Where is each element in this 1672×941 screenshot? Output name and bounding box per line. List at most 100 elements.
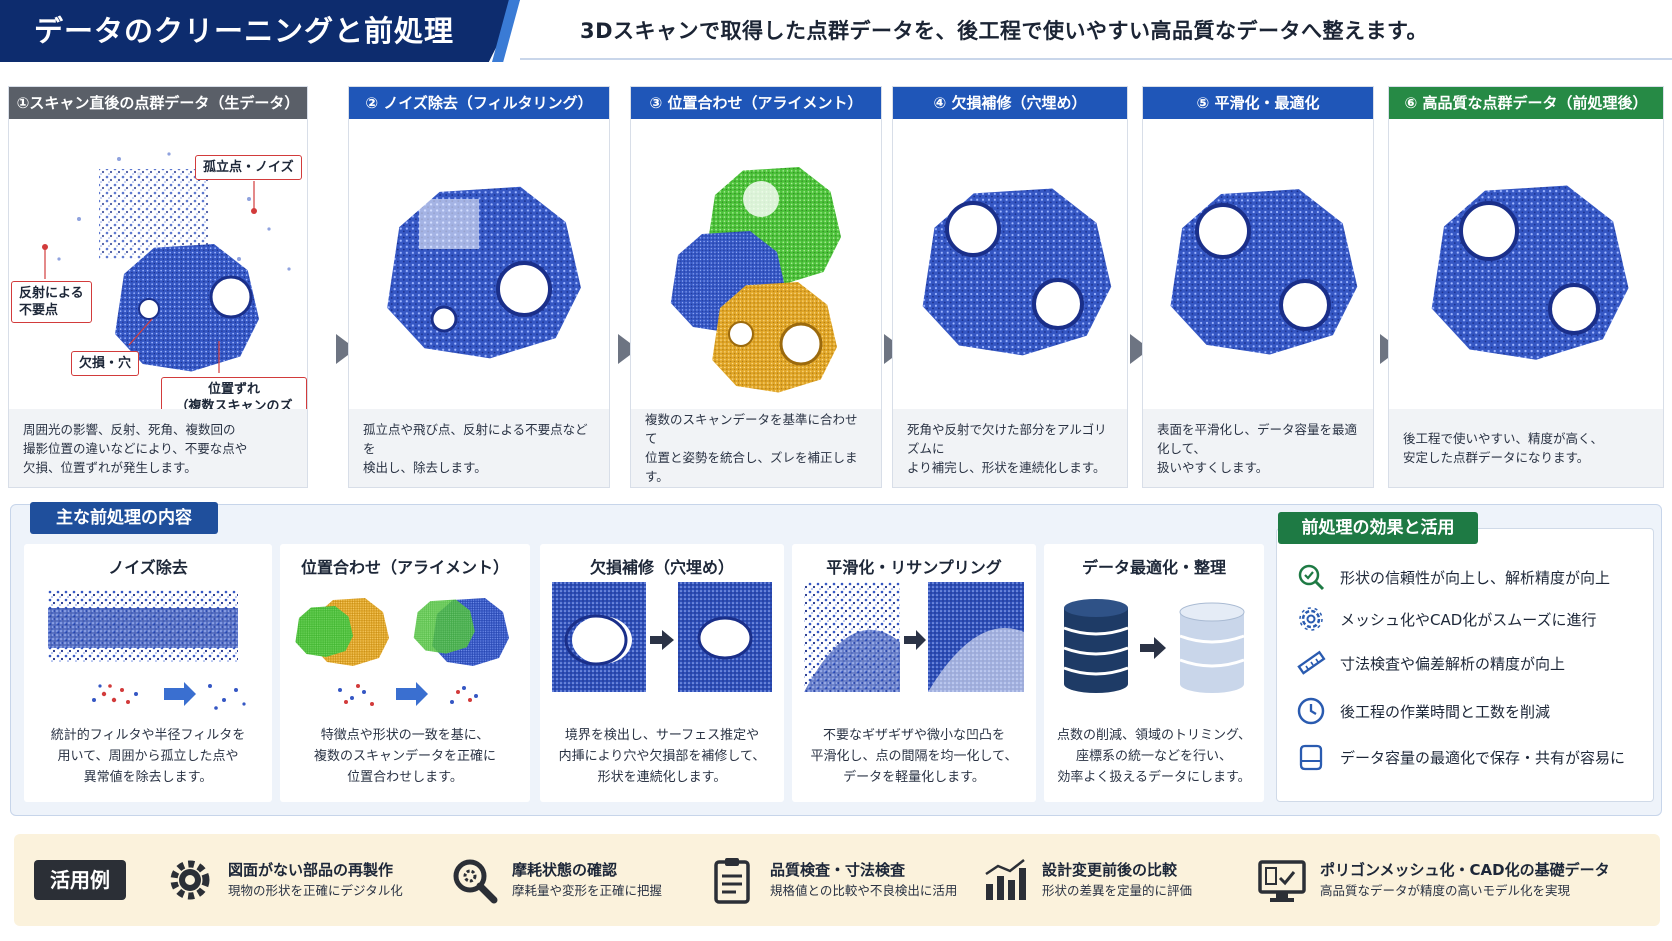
use-case-title: 品質検査・寸法検査	[770, 861, 906, 879]
step-desc-3-line: 位置と姿勢を統合し、ズレを補正します。	[645, 450, 858, 484]
step-desc-2: 孤立点や飛び点、反射による不要点などを 検出し、除去します。	[349, 409, 609, 487]
ruler-icon	[1297, 650, 1326, 675]
use-case-item: ポリゴンメッシュ化・CAD化の基礎データ 高品質なデータが精度の高いモデル化を実…	[1256, 848, 1610, 912]
process-card-optimization: データ最適化・整理 点数の削減、領域のトリミング、 座標系の統一などを行い、 効…	[1044, 544, 1264, 802]
process-card-desc-line: 平滑化し、点の間隔を均一化して、	[810, 749, 1018, 764]
smoothing-illustration	[804, 582, 1024, 692]
clock-icon	[1297, 697, 1325, 725]
use-cases-label: 活用例	[34, 860, 126, 900]
gear-icon	[170, 860, 210, 900]
clipboard-icon	[714, 858, 750, 904]
alignment-illustration	[280, 582, 530, 706]
final-point-cloud-illustration	[1389, 119, 1665, 411]
storage-icon	[1299, 744, 1323, 771]
step-desc-5-line: 表面を平滑化し、データ容量を最適化して、	[1157, 421, 1358, 456]
step-title-3: ③ 位置合わせ（アライメント）	[631, 87, 881, 119]
step-title-1: ①スキャン直後の点群データ（生データ）	[9, 87, 307, 119]
step-desc-6-line: 安定した点群データになります。	[1403, 450, 1590, 465]
effect-text: データ容量の最適化で保存・共有が容易に	[1340, 748, 1626, 767]
step-desc-1-line: 周囲光の影響、反射、死角、複数回の	[23, 421, 236, 437]
process-card-desc-line: 統計的フィルタや半径フィルタを	[50, 728, 246, 743]
main-processing-label: 主な前処理の内容	[30, 502, 218, 534]
process-card-desc-line: 境界を検出し、サーフェス推定や	[564, 728, 760, 743]
process-card-alignment: 位置合わせ（アライメント） 特徴点や形状の一致を基に、 複数のスキャンデータを正…	[280, 544, 530, 802]
step-image-4	[893, 119, 1127, 411]
step-image-1: 孤立点・ノイズ 反射による 不要点 欠損・穴 位置ずれ （複数スキャンのズレ）	[9, 119, 307, 436]
step-card-6: ⑥ 高品質な点群データ（前処理後） 後工程で使いやすい、精度が高く、 安定した点…	[1388, 86, 1664, 488]
effect-text: 寸法検査や偏差解析の精度が向上	[1340, 654, 1566, 673]
page-title: データのクリーニングと前処理	[0, 0, 520, 62]
raw-point-cloud-illustration	[42, 152, 291, 373]
process-card-smoothing: 平滑化・リサンプリング 不要なギザギザや微小な凹凸を 平滑化し、点の間隔を均一化…	[792, 544, 1036, 802]
callout-misalignment-line-1: 位置ずれ	[207, 382, 260, 397]
step-title-2: ② ノイズ除去（フィルタリング）	[349, 87, 609, 119]
effect-text: 後工程の作業時間と工数を削減	[1340, 702, 1551, 721]
process-card-noise: ノイズ除去 統計的フィルタや半径フィルタを 用いて、周囲から孤立した点や 異常値…	[24, 544, 272, 802]
smoothed-point-cloud-illustration	[1143, 119, 1375, 411]
noise-removal-illustration	[48, 590, 246, 710]
gear-icon	[1299, 607, 1323, 631]
database-optimized-icon	[1179, 602, 1245, 693]
process-card-desc-line: 不要なギザギザや微小な凹凸を	[822, 728, 1005, 743]
step-desc-5: 表面を平滑化し、データ容量を最適化して、 扱いやすくします。	[1143, 409, 1373, 487]
effects-panel	[1276, 528, 1654, 802]
step-desc-5-line: 扱いやすくします。	[1157, 459, 1269, 475]
step-desc-2-line: 孤立点や飛び点、反射による不要点などを	[363, 421, 588, 456]
magnifier-icon	[453, 859, 498, 904]
use-case-title: 摩耗状態の確認	[512, 861, 618, 879]
process-card-desc: 統計的フィルタや半径フィルタを 用いて、周囲から孤立した点や 異常値を除去します…	[32, 725, 264, 788]
process-card-title: 位置合わせ（アライメント）	[300, 558, 509, 577]
callout-hole: 欠損・穴	[71, 351, 140, 376]
step-image-5	[1143, 119, 1373, 411]
process-card-desc: 不要なギザギザや微小な凹凸を 平滑化し、点の間隔を均一化して、 データを軽量化し…	[800, 725, 1028, 788]
process-card-desc-line: 複数のスキャンデータを正確に	[313, 749, 496, 764]
use-case-desc: 規格値との比較や不良検出に活用	[770, 883, 958, 898]
process-card-desc-line: 形状を連続化します。	[597, 770, 727, 785]
effect-item: 後工程の作業時間と工数を削減	[1296, 696, 1550, 726]
use-case-desc: 現物の形状を正確にデジタル化	[228, 883, 403, 898]
process-card-title: ノイズ除去	[108, 558, 188, 577]
header: データのクリーニングと前処理 3Dスキャンで取得した点群データを、後工程で使いや…	[0, 0, 1672, 62]
step-desc-6: 後工程で使いやすい、精度が高く、 安定した点群データになります。	[1389, 409, 1663, 487]
database-icon	[1063, 599, 1129, 693]
process-card-title: 平滑化・リサンプリング	[826, 558, 1002, 577]
step-card-2: ② ノイズ除去（フィルタリング） 孤立点や飛び点、反射による不要点などを 検出し…	[348, 86, 610, 488]
step-image-2	[349, 119, 609, 411]
aligned-scans-illustration	[631, 119, 883, 411]
effect-item: 寸法検査や偏差解析の精度が向上	[1296, 648, 1565, 678]
process-card-title: データ最適化・整理	[1081, 558, 1226, 577]
process-card-desc-line: 異常値を除去します。	[83, 770, 213, 785]
step-desc-1-line: 欠損、位置ずれが発生します。	[23, 459, 197, 475]
step-desc-4-line: 死角や反射で欠けた部分をアルゴリズムに	[907, 421, 1107, 456]
step-desc-1-line: 撮影位置の違いなどにより、不要な点や	[23, 440, 248, 456]
step-desc-3: 複数のスキャンデータを基準に合わせて 位置と姿勢を統合し、ズレを補正します。	[631, 409, 881, 487]
process-card-desc-line: 座標系の統一などを行い、	[1075, 749, 1232, 764]
header-divider	[520, 58, 1672, 60]
use-case-desc: 形状の差異を定量的に評価	[1042, 883, 1193, 898]
process-card-desc-line: 効率よく扱えるデータにします。	[1057, 770, 1251, 785]
process-steps: ①スキャン直後の点群データ（生データ）	[8, 86, 1664, 488]
step-desc-3-line: 複数のスキャンデータを基準に合わせて	[645, 412, 858, 446]
process-card-desc-line: 用いて、周囲から孤立した点や	[57, 749, 239, 764]
hole-filling-illustration	[552, 582, 772, 692]
callout-reflection-line-1: 反射による	[19, 286, 84, 301]
use-case-item: 品質検査・寸法検査 規格値との比較や不良検出に活用	[706, 848, 957, 912]
process-card-desc-line: 点数の削減、領域のトリミング、	[1056, 728, 1252, 743]
use-case-title: 設計変更前後の比較	[1042, 861, 1178, 879]
step-desc-6-line: 後工程で使いやすい、精度が高く、	[1403, 431, 1604, 446]
step-card-1: ①スキャン直後の点群データ（生データ）	[8, 86, 308, 488]
step-desc-2-line: 検出し、除去します。	[363, 459, 487, 475]
effects-label: 前処理の効果と活用	[1278, 512, 1478, 544]
use-case-item: 図面がない部品の再製作 現物の形状を正確にデジタル化	[164, 848, 403, 912]
step-image-6	[1389, 119, 1663, 411]
use-case-item: 摩耗状態の確認 摩耗量や変形を正確に把握	[448, 848, 662, 912]
step-title-5: ⑤ 平滑化・最適化	[1143, 87, 1373, 119]
process-card-desc-line: 位置合わせします。	[347, 770, 463, 785]
process-card-desc-line: 内挿により穴や欠損部を補修して、	[558, 749, 766, 764]
effect-text: メッシュ化やCAD化がスムーズに進行	[1340, 610, 1597, 629]
use-case-title: 図面がない部品の再製作	[228, 861, 394, 879]
step-desc-4-line: より補完し、形状を連続化します。	[907, 459, 1106, 475]
callout-reflection-line-2: 不要点	[19, 303, 59, 318]
search-check-icon	[1298, 564, 1325, 591]
monitor-check-icon	[1258, 860, 1306, 902]
